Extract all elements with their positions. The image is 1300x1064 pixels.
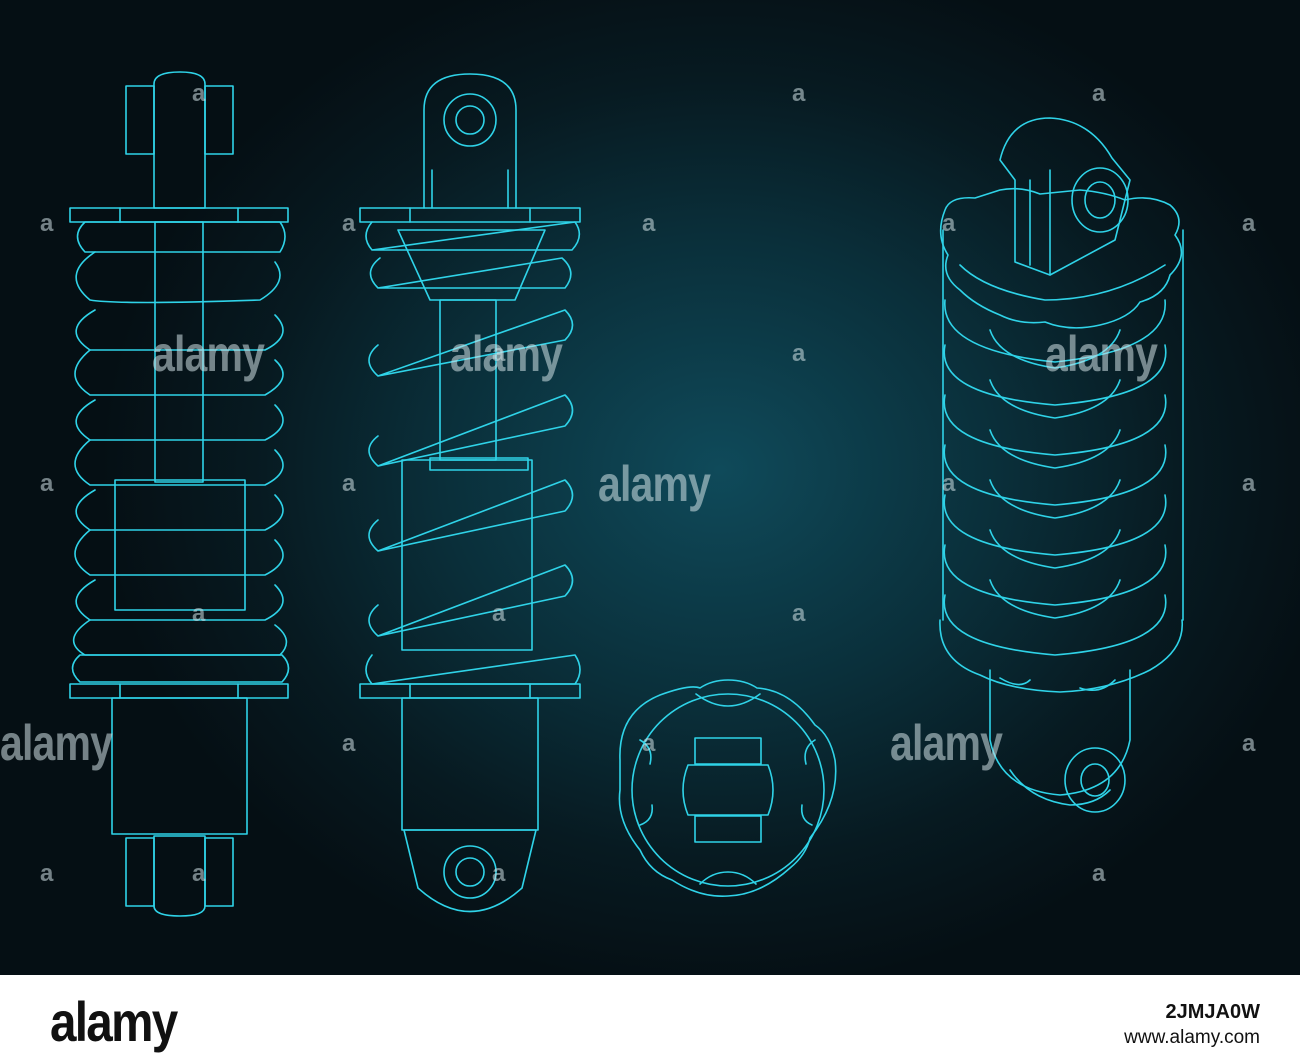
watermark-letter: a — [1092, 80, 1105, 107]
watermark-letter: a — [1242, 210, 1255, 237]
image-id: 2JMJA0W — [1165, 1001, 1260, 1023]
stock-footer: alamy 2JMJA0W www.alamy.com — [0, 975, 1300, 1064]
shock-absorber-drawings — [69, 71, 1184, 917]
watermark-letter: a — [342, 730, 355, 757]
watermark-letter: a — [1092, 860, 1105, 887]
watermark-letter: a — [792, 80, 805, 107]
shock-absorber-front-view — [69, 71, 290, 917]
watermark-word: alamy — [1045, 326, 1158, 382]
watermark-word: alamy — [890, 715, 1003, 771]
watermark-letter: a — [792, 600, 805, 627]
watermark-letter: a — [942, 210, 955, 237]
watermark-letter: a — [40, 470, 53, 497]
watermark-letter: a — [192, 80, 205, 107]
watermark-letter: a — [642, 730, 655, 757]
watermark-letter: a — [942, 470, 955, 497]
watermark-letter: a — [342, 210, 355, 237]
watermark-letter: a — [40, 860, 53, 887]
shock-absorber-side-view — [359, 73, 581, 913]
watermark-letter: a — [492, 340, 505, 367]
watermark-letter: a — [1242, 470, 1255, 497]
alamy-logo: alamy — [50, 990, 178, 1053]
watermark-word: alamy — [598, 456, 711, 512]
blueprint-canvas: alamy alamy alamy alamy alamy alamy a a … — [0, 0, 1300, 975]
watermark-letter: a — [1242, 730, 1255, 757]
watermark-word: alamy — [152, 326, 265, 382]
watermark-letter: a — [642, 210, 655, 237]
watermark-word: alamy — [0, 715, 113, 771]
watermark-letter: a — [192, 600, 205, 627]
watermark-letter: a — [192, 860, 205, 887]
watermark-letter: a — [342, 470, 355, 497]
watermark-letter: a — [492, 600, 505, 627]
collar-top-view — [618, 679, 837, 897]
watermark-letter: a — [40, 210, 53, 237]
watermark-word: alamy — [450, 326, 563, 382]
watermark-letter: a — [792, 340, 805, 367]
watermark-letter: a — [492, 860, 505, 887]
shock-absorber-isometric-view — [939, 117, 1184, 813]
site-url: www.alamy.com — [1124, 1027, 1260, 1048]
